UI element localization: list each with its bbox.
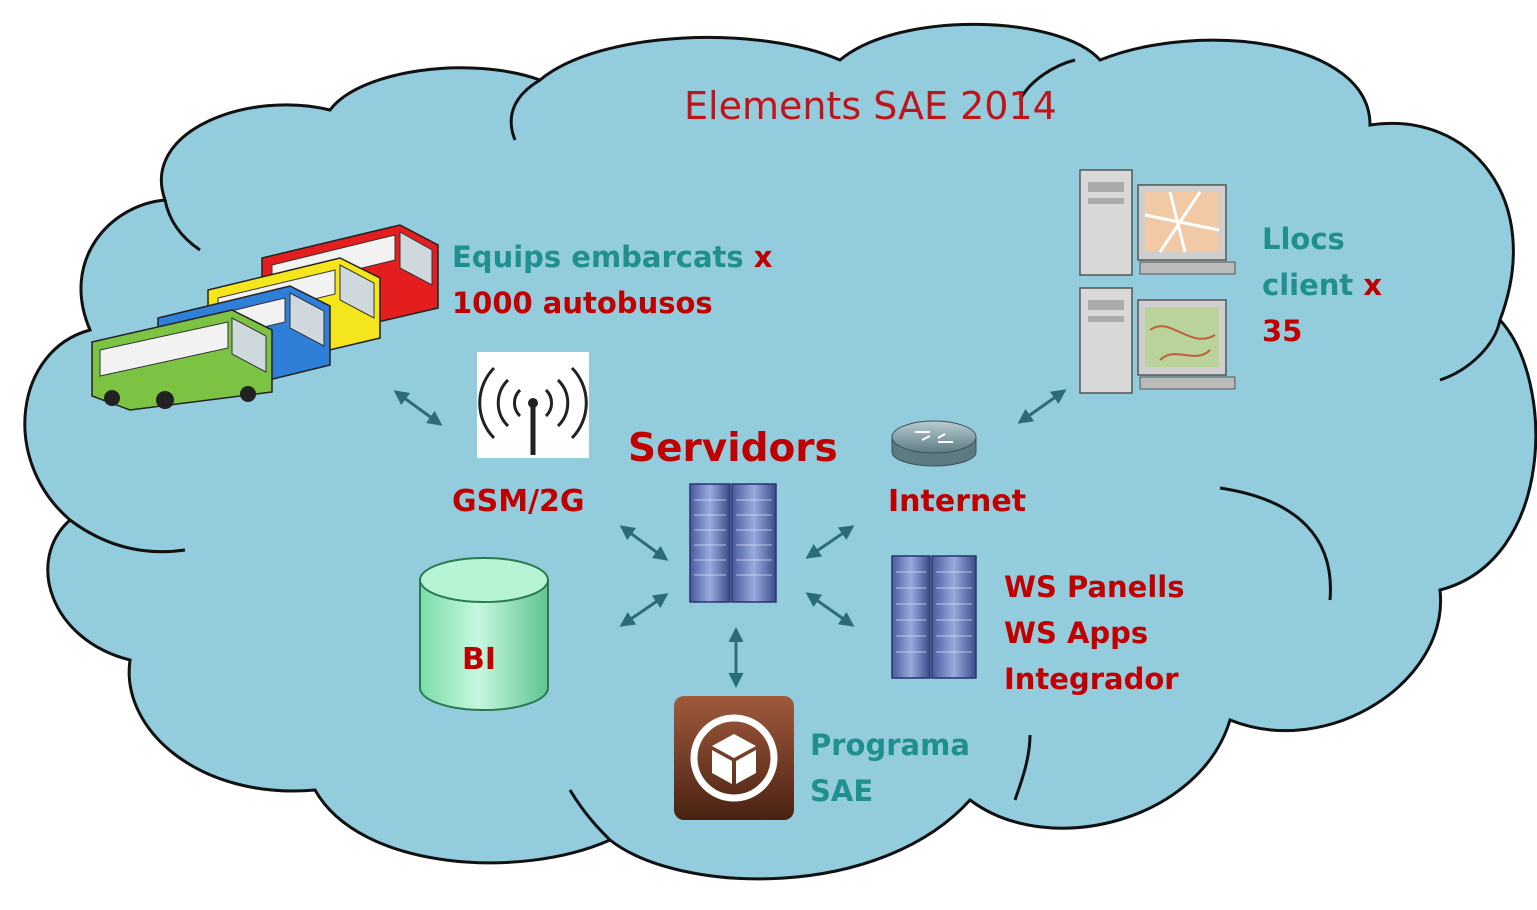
buses-label-line1: Equips embarcats xyxy=(452,240,744,274)
clients-label: Llocs client x 35 xyxy=(1262,216,1382,354)
servers-label: Servidors xyxy=(628,426,838,471)
client-workstations-icon xyxy=(1079,169,1236,394)
bus-fleet-icon xyxy=(91,224,439,411)
ws-label-line2: WS Apps xyxy=(1004,616,1149,650)
buses-label-line2: 1000 autobusos xyxy=(452,286,713,320)
arrow-buses-gsm xyxy=(393,390,443,426)
internet-label: Internet xyxy=(888,484,1027,519)
diagram-title: Elements SAE 2014 xyxy=(684,84,1057,128)
programa-label-line1: Programa xyxy=(810,728,970,762)
arrow-bi-servers xyxy=(619,593,669,627)
ws-label: WS Panells WS Apps Integrador xyxy=(1004,564,1184,702)
arrow-internet-clients xyxy=(1017,389,1067,424)
buses-label: Equips embarcats x 1000 autobusos xyxy=(452,234,773,326)
antenna-icon xyxy=(477,352,589,458)
arrow-internet-servers xyxy=(805,525,855,559)
router-icon xyxy=(891,420,977,467)
clients-label-line2: client xyxy=(1262,268,1354,302)
database-icon xyxy=(419,557,549,711)
connection-arrows xyxy=(393,389,1067,688)
arrow-ws-servers xyxy=(805,592,855,627)
bi-label: BI xyxy=(462,642,497,677)
ws-server-rack-icon xyxy=(891,555,977,679)
arrow-gsm-servers xyxy=(619,525,669,561)
clients-label-line3: 35 xyxy=(1262,314,1303,348)
gsm-label: GSM/2G xyxy=(452,484,585,519)
clients-label-x: x xyxy=(1363,268,1383,302)
clients-label-line1: Llocs xyxy=(1262,222,1345,256)
ws-label-line3: Integrador xyxy=(1004,662,1179,696)
buses-label-x: x xyxy=(753,240,773,274)
app-package-icon xyxy=(674,696,794,820)
programa-label: Programa SAE xyxy=(810,722,970,814)
ws-label-line1: WS Panells xyxy=(1004,570,1185,604)
server-rack-icon xyxy=(689,483,777,603)
programa-label-line2: SAE xyxy=(810,774,874,808)
